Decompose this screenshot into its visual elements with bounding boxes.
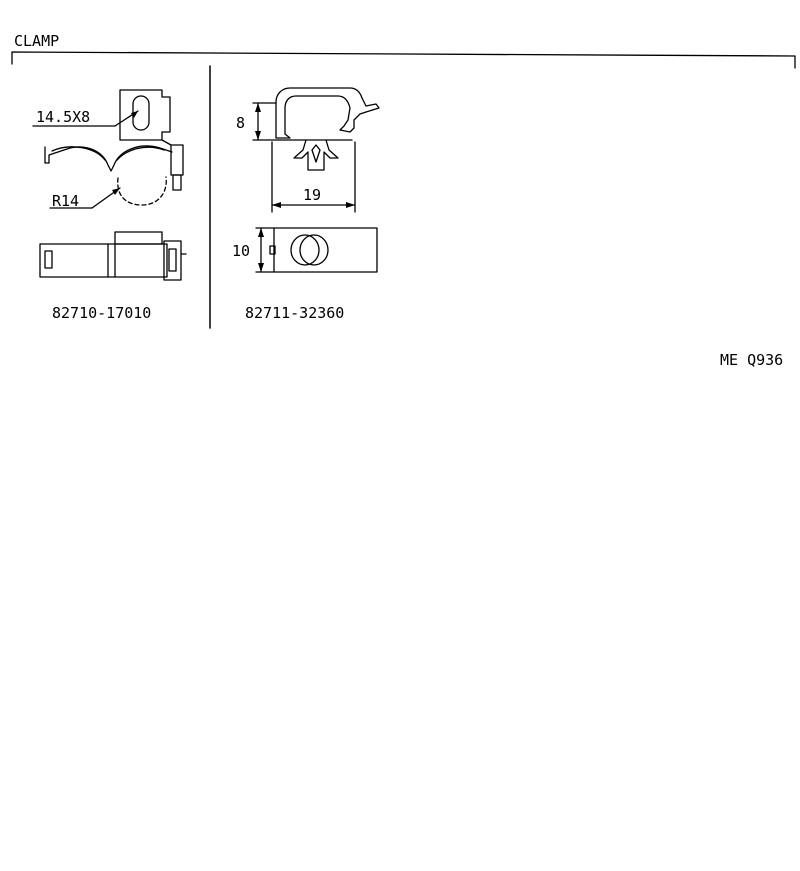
side-body	[39, 243, 168, 278]
side-lock-clip	[163, 240, 182, 281]
base-notch	[269, 245, 276, 255]
clamp-left-drawing	[32, 89, 187, 281]
part-number-left: 82710-17010	[52, 304, 151, 322]
page-code: ME Q936	[720, 351, 783, 369]
hole-leader-arrow	[131, 111, 138, 118]
section-title: CLAMP	[14, 32, 59, 50]
header-bracket	[11, 51, 796, 69]
twin-cradle	[44, 145, 173, 172]
base-plate	[273, 227, 378, 273]
dim-height-arrow-top	[255, 103, 261, 112]
height-dimension-label: 8	[236, 114, 245, 132]
side-top-plate	[114, 231, 163, 245]
lock-block	[170, 144, 184, 176]
dim-width-arrow-left	[272, 202, 281, 208]
anchor-core	[311, 144, 321, 163]
anchor-head	[293, 139, 339, 171]
clamp-left-side-view	[39, 231, 187, 281]
base-hole-right	[299, 234, 329, 266]
tab-connector	[161, 139, 172, 146]
lock-foot	[172, 174, 182, 191]
hook-outer	[275, 87, 380, 139]
part-number-right: 82711-32360	[245, 304, 344, 322]
base-dimension-label: 10	[232, 242, 250, 260]
width-dimension-label: 19	[303, 186, 321, 204]
radius-label: R14	[52, 192, 79, 210]
cradle-inner-left	[51, 146, 106, 161]
dim-base-arrow-bottom	[258, 263, 264, 272]
side-left-slot	[44, 250, 53, 269]
base-hole-left	[290, 234, 320, 266]
mounting-tab	[119, 89, 171, 141]
side-lock-slot	[168, 248, 177, 272]
hole-size-label: 14.5X8	[36, 108, 90, 126]
radius-circle-dashed	[117, 176, 167, 206]
clamp-right-drawing	[252, 87, 380, 273]
dim-width-arrow-right	[346, 202, 355, 208]
radius-leader-arrow	[112, 188, 120, 195]
dim-base-arrow-top	[258, 228, 264, 237]
dim-height-arrow-bottom	[255, 131, 261, 140]
cradle-inner-right	[116, 146, 165, 161]
